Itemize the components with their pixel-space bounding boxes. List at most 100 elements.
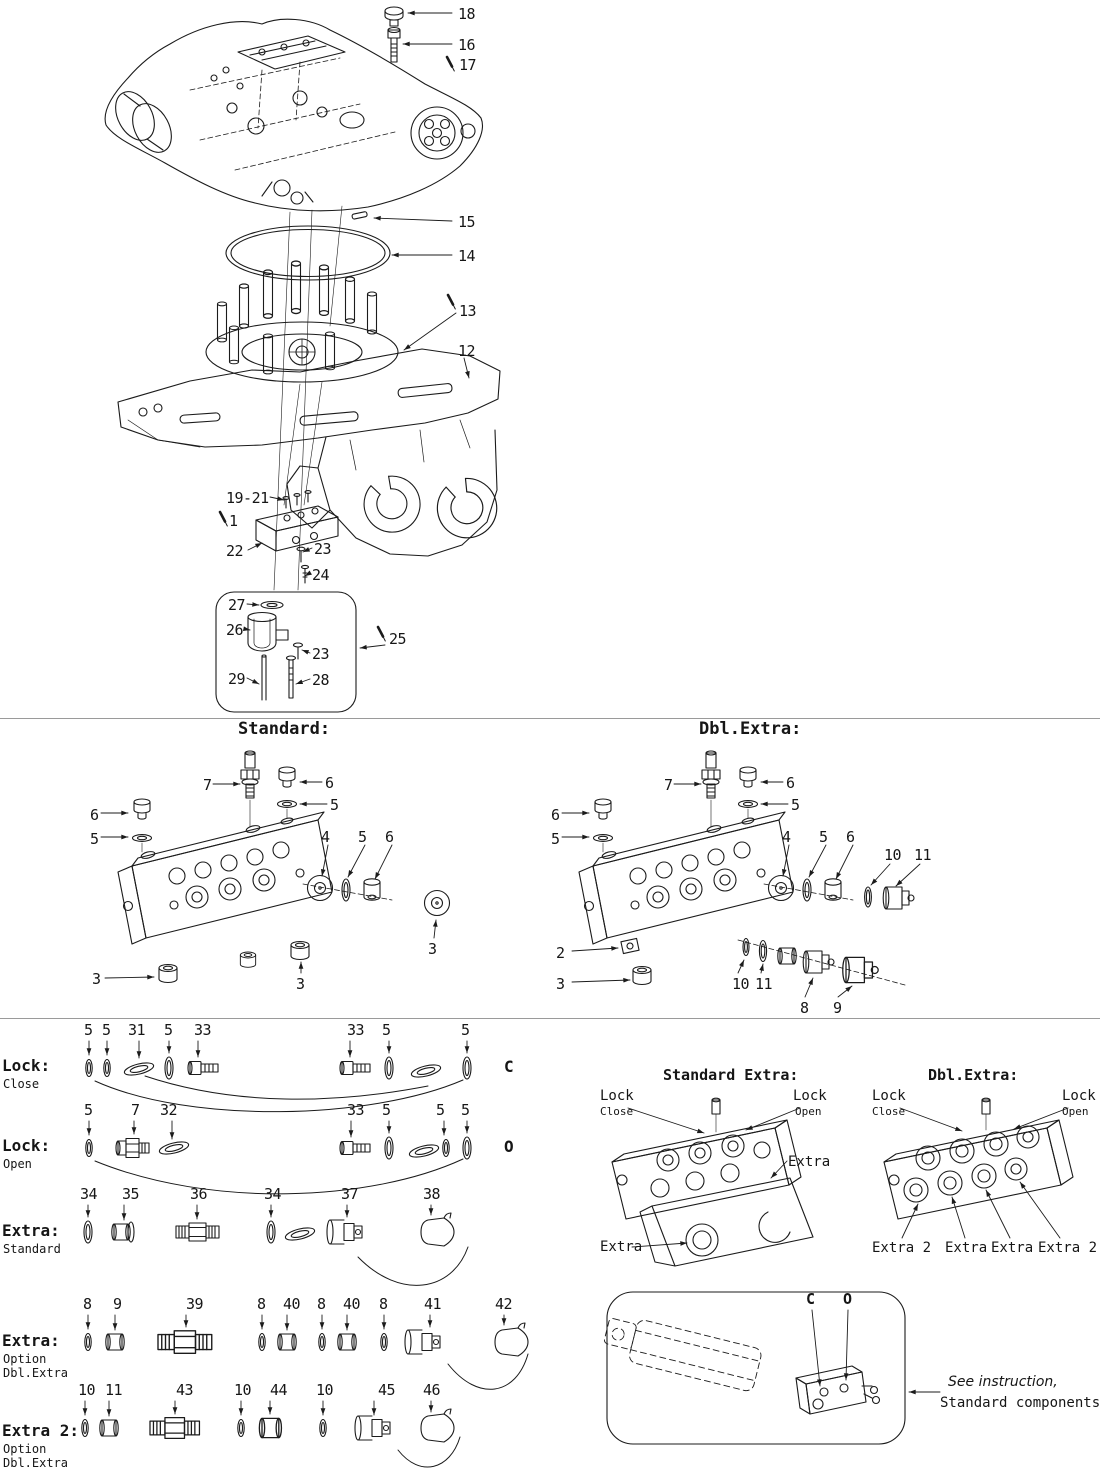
part-callout: 7	[664, 776, 673, 794]
part-callout: 29	[228, 670, 246, 688]
part-callout: 5	[84, 1021, 93, 1039]
part-callout: 5	[551, 830, 560, 848]
std-extra-extra-right-label: Extra	[788, 1154, 831, 1170]
part-callout: 17	[459, 56, 477, 74]
part-callout: 26	[226, 621, 244, 639]
standard-extra-block-title: Standard Extra:	[663, 1066, 799, 1084]
part-callout: 33	[194, 1021, 212, 1039]
part-callout: 7	[203, 776, 212, 794]
lock-close-row-drawing	[85, 1040, 472, 1113]
gasket-14-drawing	[225, 225, 391, 281]
part-callout: 40	[343, 1295, 361, 1313]
part-callout: 8	[257, 1295, 266, 1313]
row-label-extra-option: Extra:	[2, 1331, 60, 1350]
part-callout: 4	[782, 828, 791, 846]
dbl-extra-bottom-label-1: Extra 2	[872, 1240, 932, 1256]
dbl-extra-lock-open-label: Lock	[1062, 1088, 1096, 1104]
clamp-detail-drawing	[215, 591, 387, 713]
stud-plate-drawing	[205, 260, 457, 383]
part-callout: 44	[270, 1381, 288, 1399]
part-callout: 7	[131, 1101, 140, 1119]
plug-15-drawing	[351, 211, 368, 220]
part-callout: 5	[90, 830, 99, 848]
part-callout: 5	[382, 1021, 391, 1039]
part-callout: 41	[424, 1295, 442, 1313]
top-fasteners-drawing	[384, 6, 456, 73]
part-callout: 15	[458, 213, 476, 231]
support-bracket-drawing	[117, 348, 501, 557]
std-extra-lock-open-sub: Open	[795, 1105, 822, 1118]
part-callout: 33	[347, 1021, 365, 1039]
dbl-extra-block-right-drawing	[883, 1097, 1074, 1239]
part-callout: 3	[556, 975, 565, 993]
part-callout: 31	[128, 1021, 146, 1039]
part-callout: 6	[551, 806, 560, 824]
part-callout: 3	[428, 940, 437, 958]
row-label-lock-open: Lock:	[2, 1136, 51, 1155]
part-callout: 10	[234, 1381, 252, 1399]
part-callout: 37	[341, 1185, 359, 1203]
std-extra-lock-open-label: Lock	[793, 1088, 827, 1104]
part-callout: 6	[90, 806, 99, 824]
alignment-lines	[273, 205, 343, 591]
part-callout: 11	[914, 846, 932, 864]
row-label-extra-standard: Extra:	[2, 1221, 60, 1240]
part-callout: 40	[283, 1295, 301, 1313]
dbl-extra-bottom-label-2: Extra	[945, 1240, 988, 1256]
std-extra-lock-close-label: Lock	[600, 1088, 634, 1104]
part-callout: 10	[884, 846, 902, 864]
extra-option-row-drawing	[84, 1314, 529, 1390]
part-callout: 28	[312, 671, 330, 689]
part-callout: 8	[83, 1295, 92, 1313]
dbl-extra-lock-close-label: Lock	[872, 1088, 906, 1104]
extra2-row-drawing	[81, 1400, 461, 1468]
part-callout: 5	[382, 1101, 391, 1119]
std-extra-lock-close-sub: Close	[600, 1105, 634, 1118]
part-callout: 5	[819, 828, 828, 846]
part-callout: 5	[461, 1101, 470, 1119]
std-extra-extra-bottom-label: Extra	[600, 1239, 643, 1255]
part-callout: 38	[423, 1185, 441, 1203]
part-callout: 45	[378, 1381, 396, 1399]
row-label-lock-close: Lock:	[2, 1056, 51, 1075]
part-callout: 10	[732, 975, 750, 993]
part-callout: 6	[385, 828, 394, 846]
standard-section-title: Standard:	[238, 719, 331, 739]
dbl-extra-manifold-drawing	[562, 751, 921, 998]
dbl-extra-lock-open-sub: Open	[1062, 1105, 1089, 1118]
part-callout: 25	[389, 630, 407, 648]
gearbox-housing-drawing	[104, 18, 483, 212]
part-callout: 43	[176, 1381, 194, 1399]
part-callout: 5	[330, 796, 339, 814]
part-callout: 34	[264, 1185, 282, 1203]
part-callout: 6	[325, 774, 334, 792]
part-callout: 12	[458, 342, 476, 360]
dbl-extra-bottom-label-4: Extra 2	[1038, 1240, 1098, 1256]
part-callout: 5	[84, 1101, 93, 1119]
part-callout: 33	[347, 1101, 365, 1119]
part-callout: 9	[113, 1295, 122, 1313]
part-callout: 9	[833, 999, 842, 1017]
part-callout: 23	[314, 540, 332, 558]
row-sublabel-extra2-dblextra: Dbl.Extra	[3, 1456, 69, 1470]
part-callout: 16	[458, 36, 476, 54]
part-callout: 32	[160, 1101, 178, 1119]
dbl-extra-bottom-label-3: Extra	[991, 1240, 1034, 1256]
part-callout: 13	[459, 302, 477, 320]
part-callout: 2	[556, 944, 565, 962]
part-callout: 18	[458, 5, 476, 23]
row-sublabel-open: Open	[3, 1157, 32, 1171]
instruction-open-letter: O	[843, 1290, 853, 1308]
part-callout: 23	[312, 645, 330, 663]
row-sublabel-close: Close	[3, 1077, 40, 1091]
part-callout: 10	[316, 1381, 334, 1399]
part-callout: 6	[846, 828, 855, 846]
part-callout: 4	[321, 828, 330, 846]
part-callout: 1	[229, 512, 238, 530]
part-callout: 6	[786, 774, 795, 792]
part-callout: 5	[358, 828, 367, 846]
part-callout: 42	[495, 1295, 513, 1313]
row-sublabel-extra2-option: Option	[3, 1442, 47, 1456]
